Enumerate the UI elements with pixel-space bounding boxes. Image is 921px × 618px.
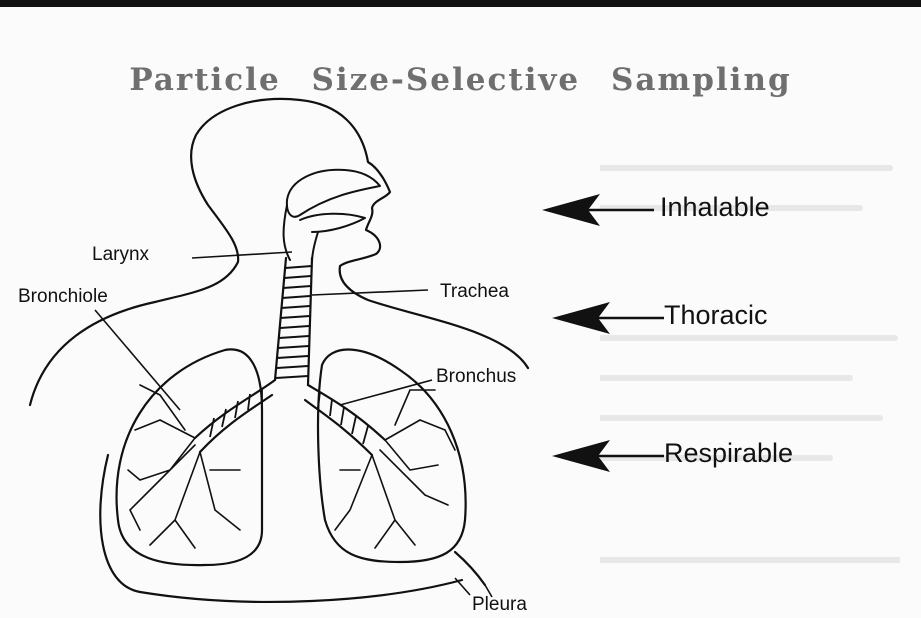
bronchiole-leader	[95, 310, 180, 410]
arrow-inhalable-icon	[542, 194, 654, 226]
arrow-thoracic-icon	[552, 302, 664, 334]
label-larynx: Larynx	[92, 244, 149, 266]
bronchus-leader	[340, 380, 432, 405]
category-thoracic: Thoracic	[664, 300, 768, 331]
category-inhalable: Inhalable	[660, 192, 770, 223]
bronchial-rings	[210, 388, 368, 444]
mouth-cavity	[300, 214, 365, 232]
bronchiole-branches	[128, 385, 455, 548]
label-bronchiole: Bronchiole	[18, 286, 108, 308]
label-trachea: Trachea	[440, 281, 509, 303]
trachea-leader	[312, 290, 428, 295]
nasal-cavity	[287, 170, 380, 217]
category-respirable: Respirable	[664, 438, 793, 469]
larynx-leader	[192, 252, 292, 258]
label-pleura: Pleura	[472, 594, 527, 616]
label-bronchus: Bronchus	[436, 366, 516, 388]
tracheal-rings	[276, 266, 312, 378]
left-lung	[117, 349, 262, 565]
arrow-respirable-icon	[552, 440, 664, 472]
